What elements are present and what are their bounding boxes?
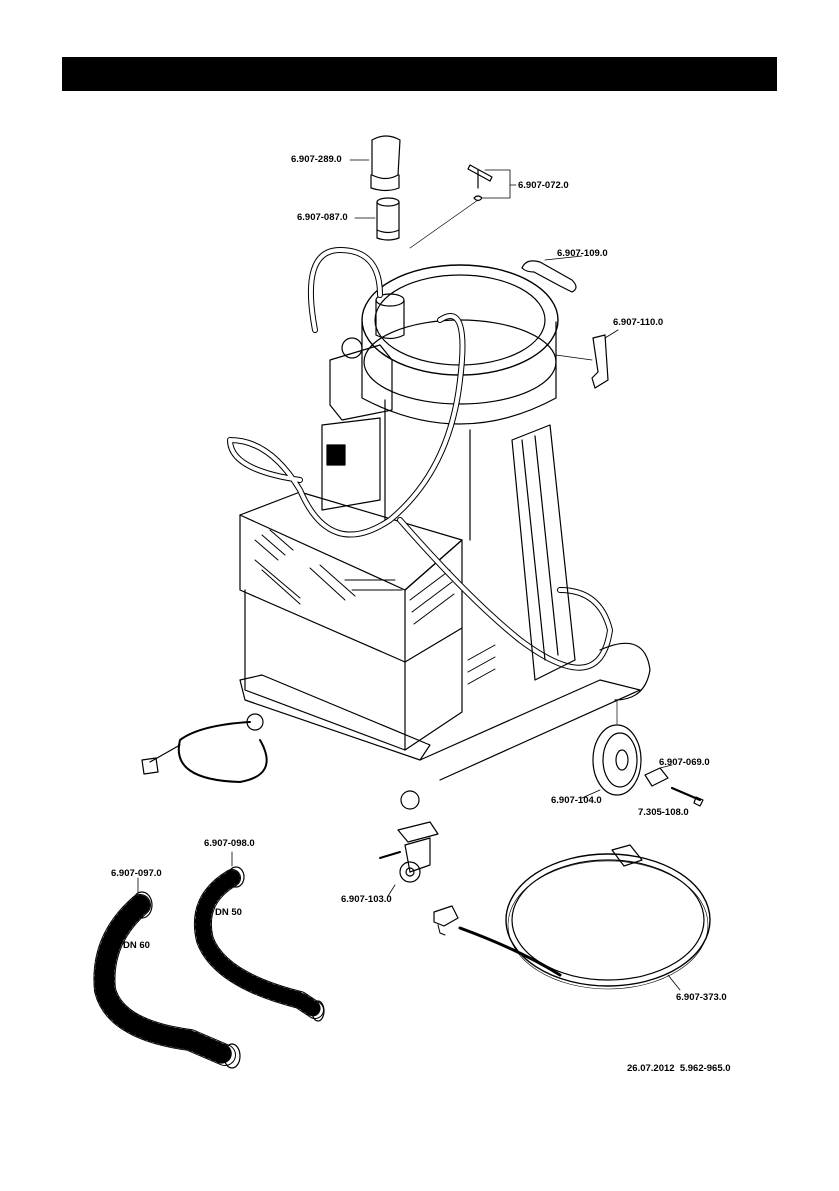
part-label-6-907-104-0: 6.907-104.0 [551, 795, 602, 806]
part-label-6-907-098-0: 6.907-098.0 [204, 838, 255, 849]
part-label-6-907-097-0: 6.907-097.0 [111, 868, 162, 879]
part-label-6-907-289-0: 6.907-289.0 [291, 154, 342, 165]
hose-size-label-dn60: DN 60 [123, 940, 150, 951]
filter-cartridge-icon [354, 197, 400, 241]
suction-hose-dn60-icon [93, 877, 241, 1069]
footer-doc-number: 5.962-965.0 [679, 1063, 731, 1074]
part-label-6-907-103-0: 6.907-103.0 [341, 894, 392, 905]
filter-bag-icon [349, 135, 401, 192]
header-bar [62, 57, 777, 91]
latch-clip-icon [555, 329, 619, 389]
swivel-castor-icon [379, 821, 439, 897]
hose-size-label-dn50: DN 50 [215, 907, 242, 918]
part-label-6-907-072-0: 6.907-072.0 [518, 180, 569, 191]
part-label-6-907-069-0: 6.907-069.0 [659, 757, 710, 768]
axle-sleeve-icon [644, 764, 673, 787]
part-label-7-305-108-0: 7.305-108.0 [638, 807, 689, 818]
footer-date: 26.07.2012 [627, 1063, 675, 1074]
bolt-and-nut-icon [409, 164, 517, 249]
vacuum-machine-body [141, 247, 651, 810]
part-label-6-907-087-0: 6.907-087.0 [297, 212, 348, 223]
footer-doc-info: 26.07.2012 5.962-965.0 [627, 1063, 731, 1074]
part-label-6-907-110-0: 6.907-110.0 [613, 317, 664, 328]
part-label-6-907-373-0: 6.907-373.0 [676, 992, 727, 1003]
compressed-air-hose-icon [433, 844, 711, 991]
handle-icon [521, 255, 583, 293]
part-label-6-907-109-0: 6.907-109.0 [557, 248, 608, 259]
suction-hose-dn50-icon [193, 851, 325, 1022]
rear-wheel-icon [581, 699, 642, 799]
axle-bolt-icon [670, 786, 704, 807]
